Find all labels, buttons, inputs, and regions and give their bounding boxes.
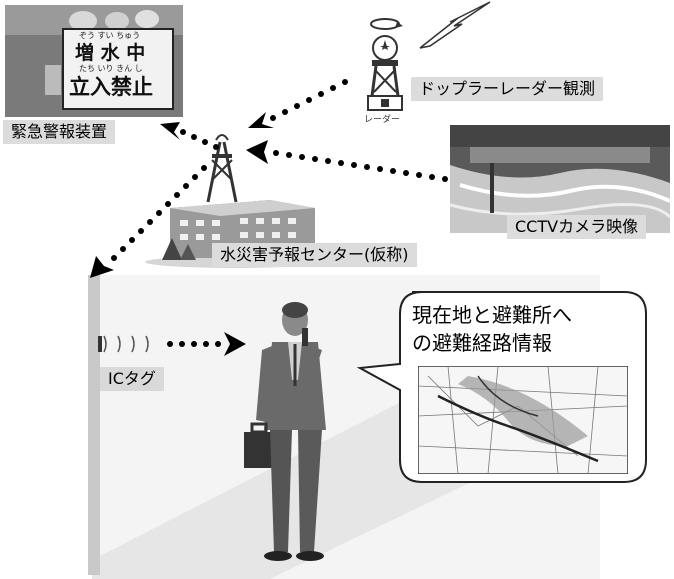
radar-tag: レーダー <box>364 115 401 125</box>
warning-device-label: 緊急警報装置 <box>3 120 116 144</box>
sign-ruby-2: たち いり きん し <box>79 64 143 73</box>
person-figure <box>244 302 326 561</box>
evacuation-map <box>418 366 628 474</box>
bubble-text-line-1: 現在地と避難所へ <box>412 303 572 327</box>
warning-device-photo: ぞう すい ちゅう 増 水 中 たち いり きん し 立入禁止 <box>5 5 183 117</box>
ic-tag-label: ICタグ <box>100 367 164 391</box>
arrow-radar-to-center <box>248 79 348 128</box>
sign-ruby-1: ぞう すい ちゅう <box>79 31 141 40</box>
arrow-tag-to-person <box>167 332 246 356</box>
signal-waves <box>103 335 149 353</box>
sign-line-1: 増 水 中 <box>75 42 146 64</box>
arrow-cctv-to-center <box>246 140 448 182</box>
cctv-label: CCTVカメラ映像 <box>507 215 647 239</box>
forecast-center-label: 水災害予報センター(仮称) <box>212 243 417 267</box>
bubble-text-line-2: の避難経路情報 <box>412 331 552 355</box>
sign-line-2: 立入禁止 <box>69 75 153 99</box>
arrow-center-to-device <box>160 122 219 150</box>
radar-label: ドップラーレーダー観測 <box>411 77 604 101</box>
radar-icon <box>367 1 491 111</box>
arrow-center-to-wall <box>90 165 207 278</box>
